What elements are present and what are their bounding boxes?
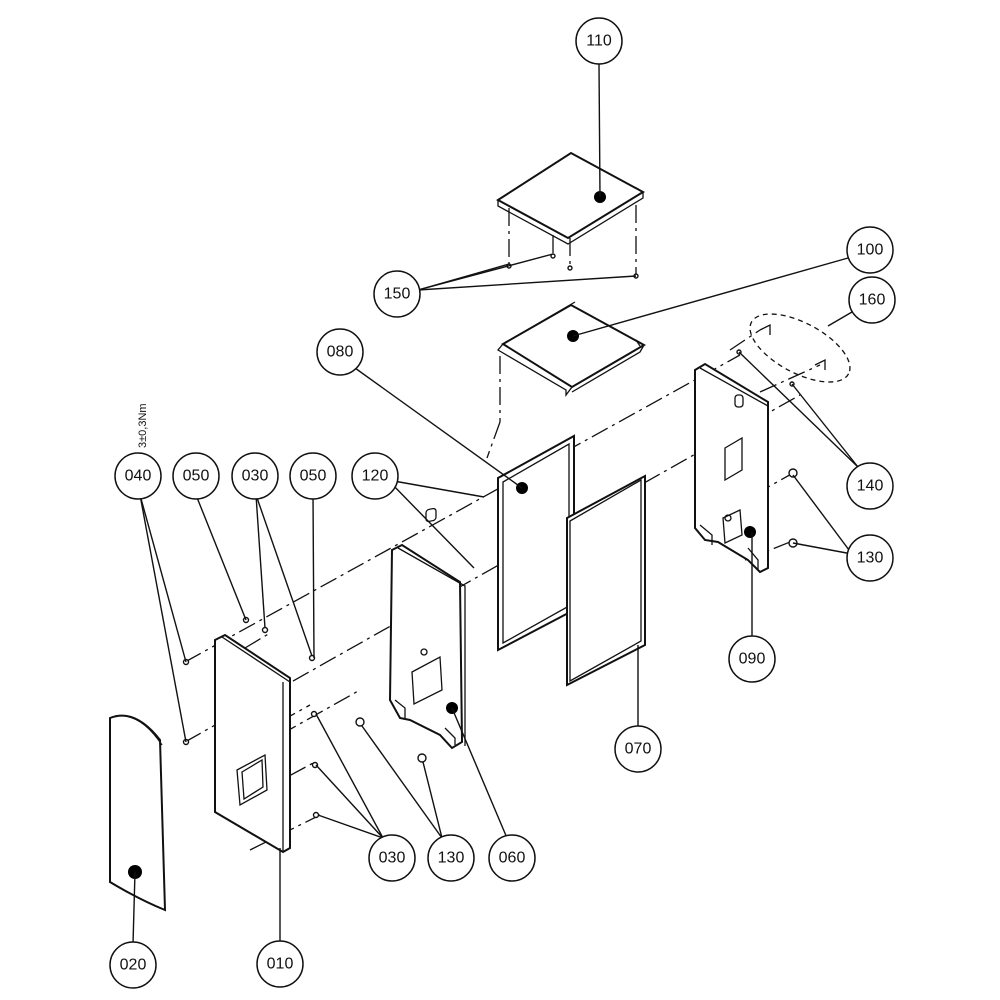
callout-080: 080 — [316, 328, 364, 376]
svg-text:030: 030 — [242, 468, 269, 485]
svg-text:110: 110 — [586, 33, 612, 50]
svg-text:010: 010 — [267, 956, 294, 973]
svg-text:090: 090 — [739, 651, 766, 668]
svg-text:150: 150 — [384, 286, 411, 303]
svg-text:140: 140 — [857, 478, 884, 495]
callout-070: 070 — [614, 725, 662, 773]
part-100-bracket — [497, 301, 647, 397]
svg-text:030: 030 — [379, 850, 406, 867]
svg-text:130: 130 — [857, 550, 884, 567]
svg-text:040: 040 — [125, 468, 152, 485]
callout-110: 110 — [575, 17, 623, 65]
part-070-panel — [566, 474, 646, 687]
torque-note: 3±0,3Nm — [137, 403, 149, 448]
svg-text:120: 120 — [362, 468, 389, 485]
svg-text:060: 060 — [499, 850, 526, 867]
svg-text:160: 160 — [859, 292, 886, 309]
nut-130-a — [355, 717, 365, 727]
callout-050-b: 050 — [289, 452, 337, 500]
svg-text:080: 080 — [327, 344, 354, 361]
callout-160: 160 — [848, 276, 896, 324]
part-060-plate — [388, 507, 466, 750]
part-110-top-plate — [496, 151, 646, 279]
part-090-plate — [694, 362, 769, 574]
callout-030-a: 030 — [231, 452, 279, 500]
leader-lines — [132, 63, 859, 945]
callout-030-b: 030 — [368, 834, 416, 882]
nut-130-b — [417, 753, 427, 763]
svg-text:130: 130 — [438, 850, 465, 867]
callout-020: 020 — [109, 941, 157, 989]
callout-040: 040 — [114, 452, 162, 500]
callouts: 110 100 160 150 080 140 040 050 030 050 … — [109, 17, 896, 989]
callout-060: 060 — [488, 834, 536, 882]
screw-030-b — [310, 710, 318, 718]
svg-text:100: 100 — [857, 242, 884, 259]
svg-text:050: 050 — [300, 468, 327, 485]
part-080-panel — [497, 434, 575, 652]
svg-text:070: 070 — [625, 741, 652, 758]
nut-130-c — [788, 468, 798, 478]
svg-text:050: 050 — [183, 468, 210, 485]
detail-160-ellipse — [749, 313, 851, 383]
callout-050-a: 050 — [172, 452, 220, 500]
svg-text:020: 020 — [120, 957, 147, 974]
callout-140: 140 — [846, 462, 894, 510]
screw-030-a — [261, 626, 269, 634]
callout-130-b: 130 — [427, 834, 475, 882]
callout-120: 120 — [351, 452, 399, 500]
part-010-frame — [214, 633, 291, 854]
callout-130-a: 130 — [846, 534, 894, 582]
part-090-marker-dot — [744, 526, 756, 538]
part-020-front-panel — [109, 714, 167, 912]
callout-100: 100 — [846, 226, 894, 274]
callout-010: 010 — [256, 940, 304, 988]
screw-030-d — [312, 811, 320, 819]
screw-150-b — [567, 265, 573, 271]
callout-090: 090 — [728, 635, 776, 683]
callout-150: 150 — [373, 270, 421, 318]
